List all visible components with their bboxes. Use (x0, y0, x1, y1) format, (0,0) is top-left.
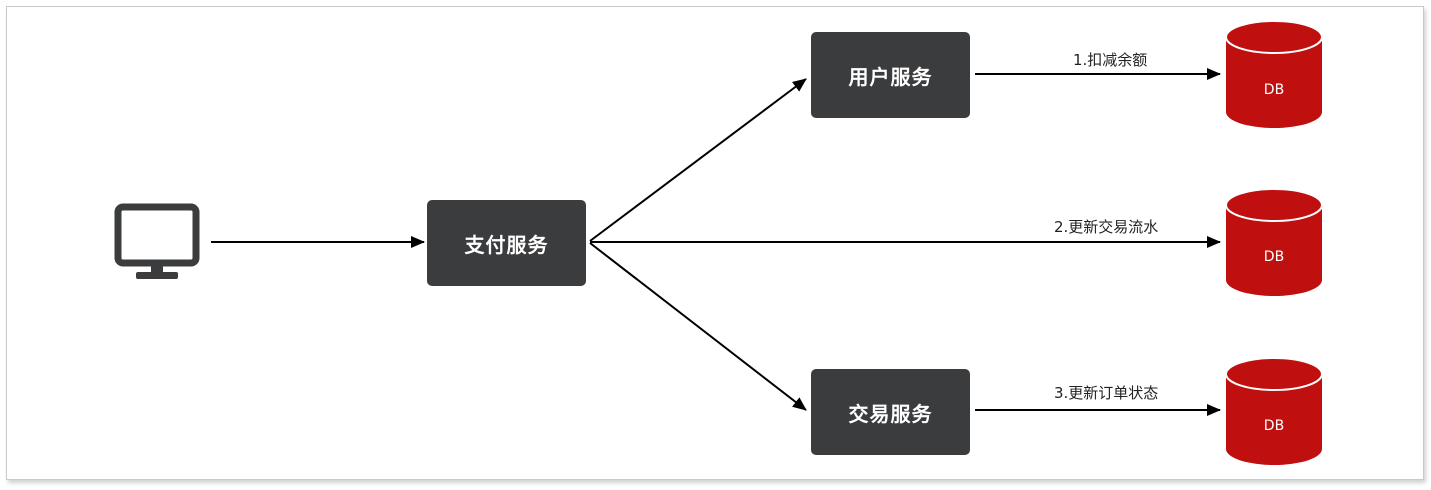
user-service-node: 用户服务 (811, 32, 970, 118)
edge-label-deduct: 1.扣减余额 (1073, 51, 1148, 69)
pay-service-node: 支付服务 (427, 200, 586, 286)
user-service-label: 用户服务 (848, 64, 933, 89)
edge-label-order: 3.更新订单状态 (1054, 384, 1159, 402)
edge-label-flow: 2.更新交易流水 (1054, 218, 1159, 236)
trade-service-node: 交易服务 (811, 369, 970, 455)
database-3: DB (1225, 357, 1323, 467)
database-icon (1225, 20, 1323, 128)
database-icon (1225, 357, 1323, 465)
database-label: DB (1263, 418, 1285, 434)
trade-service-label: 交易服务 (848, 401, 933, 426)
database-label: DB (1263, 249, 1285, 265)
database-label: DB (1263, 82, 1285, 98)
arrow-pay-to-trade (589, 242, 807, 411)
arrow-pay-to-user (589, 78, 807, 242)
monitor-icon (114, 203, 200, 279)
pay-service-label: 支付服务 (464, 232, 549, 257)
database-1: DB (1225, 20, 1323, 130)
database-icon (1225, 188, 1323, 296)
database-2: DB (1225, 188, 1323, 298)
